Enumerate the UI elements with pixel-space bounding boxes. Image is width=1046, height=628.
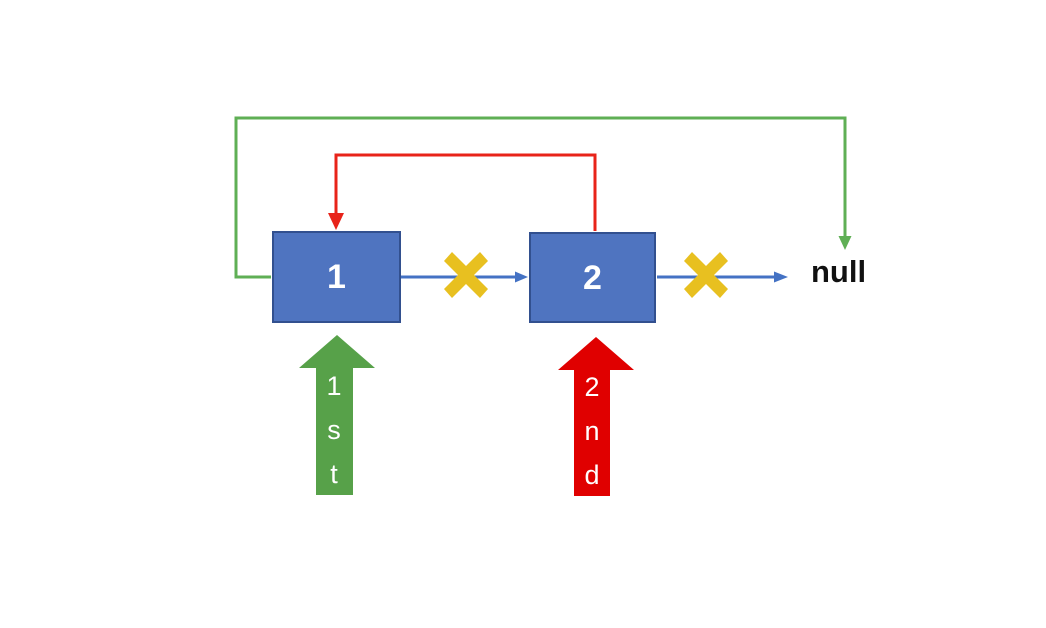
list-node-2[interactable]: 2 <box>529 232 656 323</box>
green-relink-connector <box>234 116 852 279</box>
x-cross-icon-break-2 <box>684 252 728 298</box>
step-arrow-second-label: 2 n d <box>584 372 600 490</box>
red-relink-connector <box>328 153 597 231</box>
list-node-1[interactable]: 1 <box>272 231 401 323</box>
null-terminator-label: null <box>811 254 867 289</box>
next-pointer-2-to-null <box>657 271 788 283</box>
step-arrow-first <box>299 335 375 495</box>
step-arrow-first-label: 1 s t <box>326 371 342 489</box>
x-cross-icon-break-1 <box>444 252 488 298</box>
step-arrow-second <box>558 337 634 496</box>
list-node-2-label: 2 <box>583 258 602 297</box>
list-node-1-label: 1 <box>327 258 346 296</box>
